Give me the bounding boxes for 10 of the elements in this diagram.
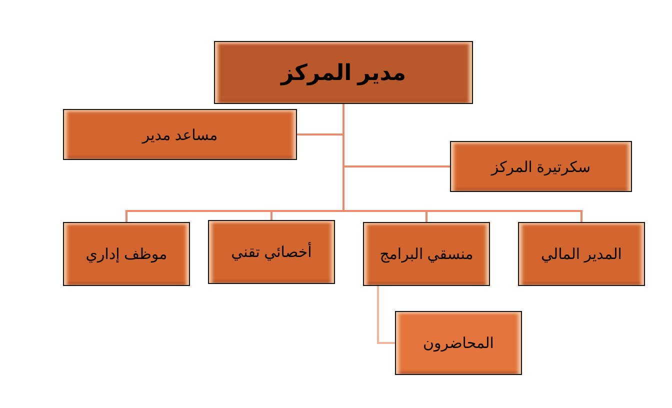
role-box: منسقي البرامج xyxy=(363,222,490,286)
head-box: مدير المركز xyxy=(214,41,473,104)
role-box: مساعد مدير xyxy=(63,109,297,160)
role-box: أخصائي تقني xyxy=(208,220,335,284)
role-box: سكرتيرة المركز xyxy=(450,141,632,192)
connector-line xyxy=(377,286,395,344)
role-box: موظف إداري xyxy=(63,222,190,286)
role-box: المحاضرون xyxy=(395,311,522,375)
role-box: المدير المالي xyxy=(518,222,645,286)
connector-line xyxy=(126,104,344,222)
